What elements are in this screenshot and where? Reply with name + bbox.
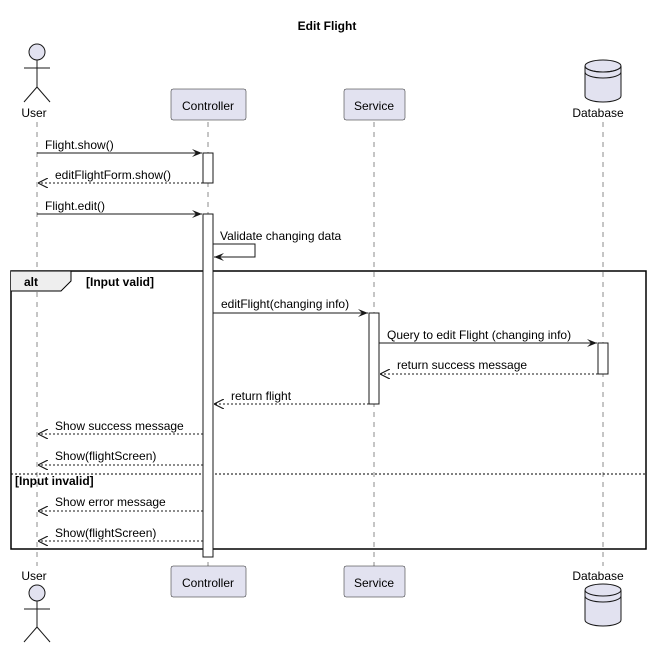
controller-activation-2	[202, 213, 214, 558]
msg-show-flightscreen-1-label: Show(flightScreen)	[55, 449, 156, 463]
msg-validate-label: Validate changing data	[220, 229, 342, 243]
user-actor-bottom	[23, 584, 51, 643]
service-label-top: Service	[354, 99, 394, 113]
user-label-bottom: User	[21, 569, 46, 583]
alt-label-tab	[11, 270, 72, 292]
service-activation	[368, 312, 380, 405]
diagram-title: Edit Flight	[298, 19, 357, 33]
alt-guard-valid: [Input valid]	[86, 275, 154, 289]
service-box-bottom	[343, 565, 406, 598]
alt-fragment	[10, 270, 647, 550]
service-box-top	[343, 88, 406, 121]
user-actor-top	[23, 43, 51, 103]
database-label-bottom: Database	[572, 569, 624, 583]
database-activation	[597, 342, 609, 375]
database-icon-top	[584, 59, 622, 103]
controller-label-bottom: Controller	[182, 576, 234, 590]
controller-box-top	[170, 88, 247, 121]
msg-return-success-label: return success message	[397, 358, 527, 372]
controller-label-top: Controller	[182, 99, 234, 113]
msg-query-label: Query to edit Flight (changing info)	[387, 328, 571, 342]
msg-show-flightscreen-2-label: Show(flightScreen)	[55, 526, 156, 540]
msg-flight-show-label: Flight.show()	[45, 138, 114, 152]
database-label-top: Database	[572, 106, 624, 120]
database-icon-bottom	[584, 583, 622, 627]
msg-editflight-label: editFlight(changing info)	[221, 297, 349, 311]
msg-flight-edit-label: Flight.edit()	[45, 199, 105, 213]
msg-return-flight-label: return flight	[231, 389, 292, 403]
user-label-top: User	[21, 106, 46, 120]
msg-show-error-label: Show error message	[55, 495, 166, 509]
controller-box-bottom	[170, 565, 247, 598]
controller-activation-1	[202, 152, 214, 184]
msg-show-success-label: Show success message	[55, 419, 184, 433]
alt-keyword: alt	[24, 275, 38, 289]
msg-validate-arrow	[213, 243, 256, 261]
service-label-bottom: Service	[354, 576, 394, 590]
msg-editflightform-show-label: editFlightForm.show()	[55, 168, 171, 182]
alt-guard-invalid: [Input invalid]	[15, 474, 94, 488]
